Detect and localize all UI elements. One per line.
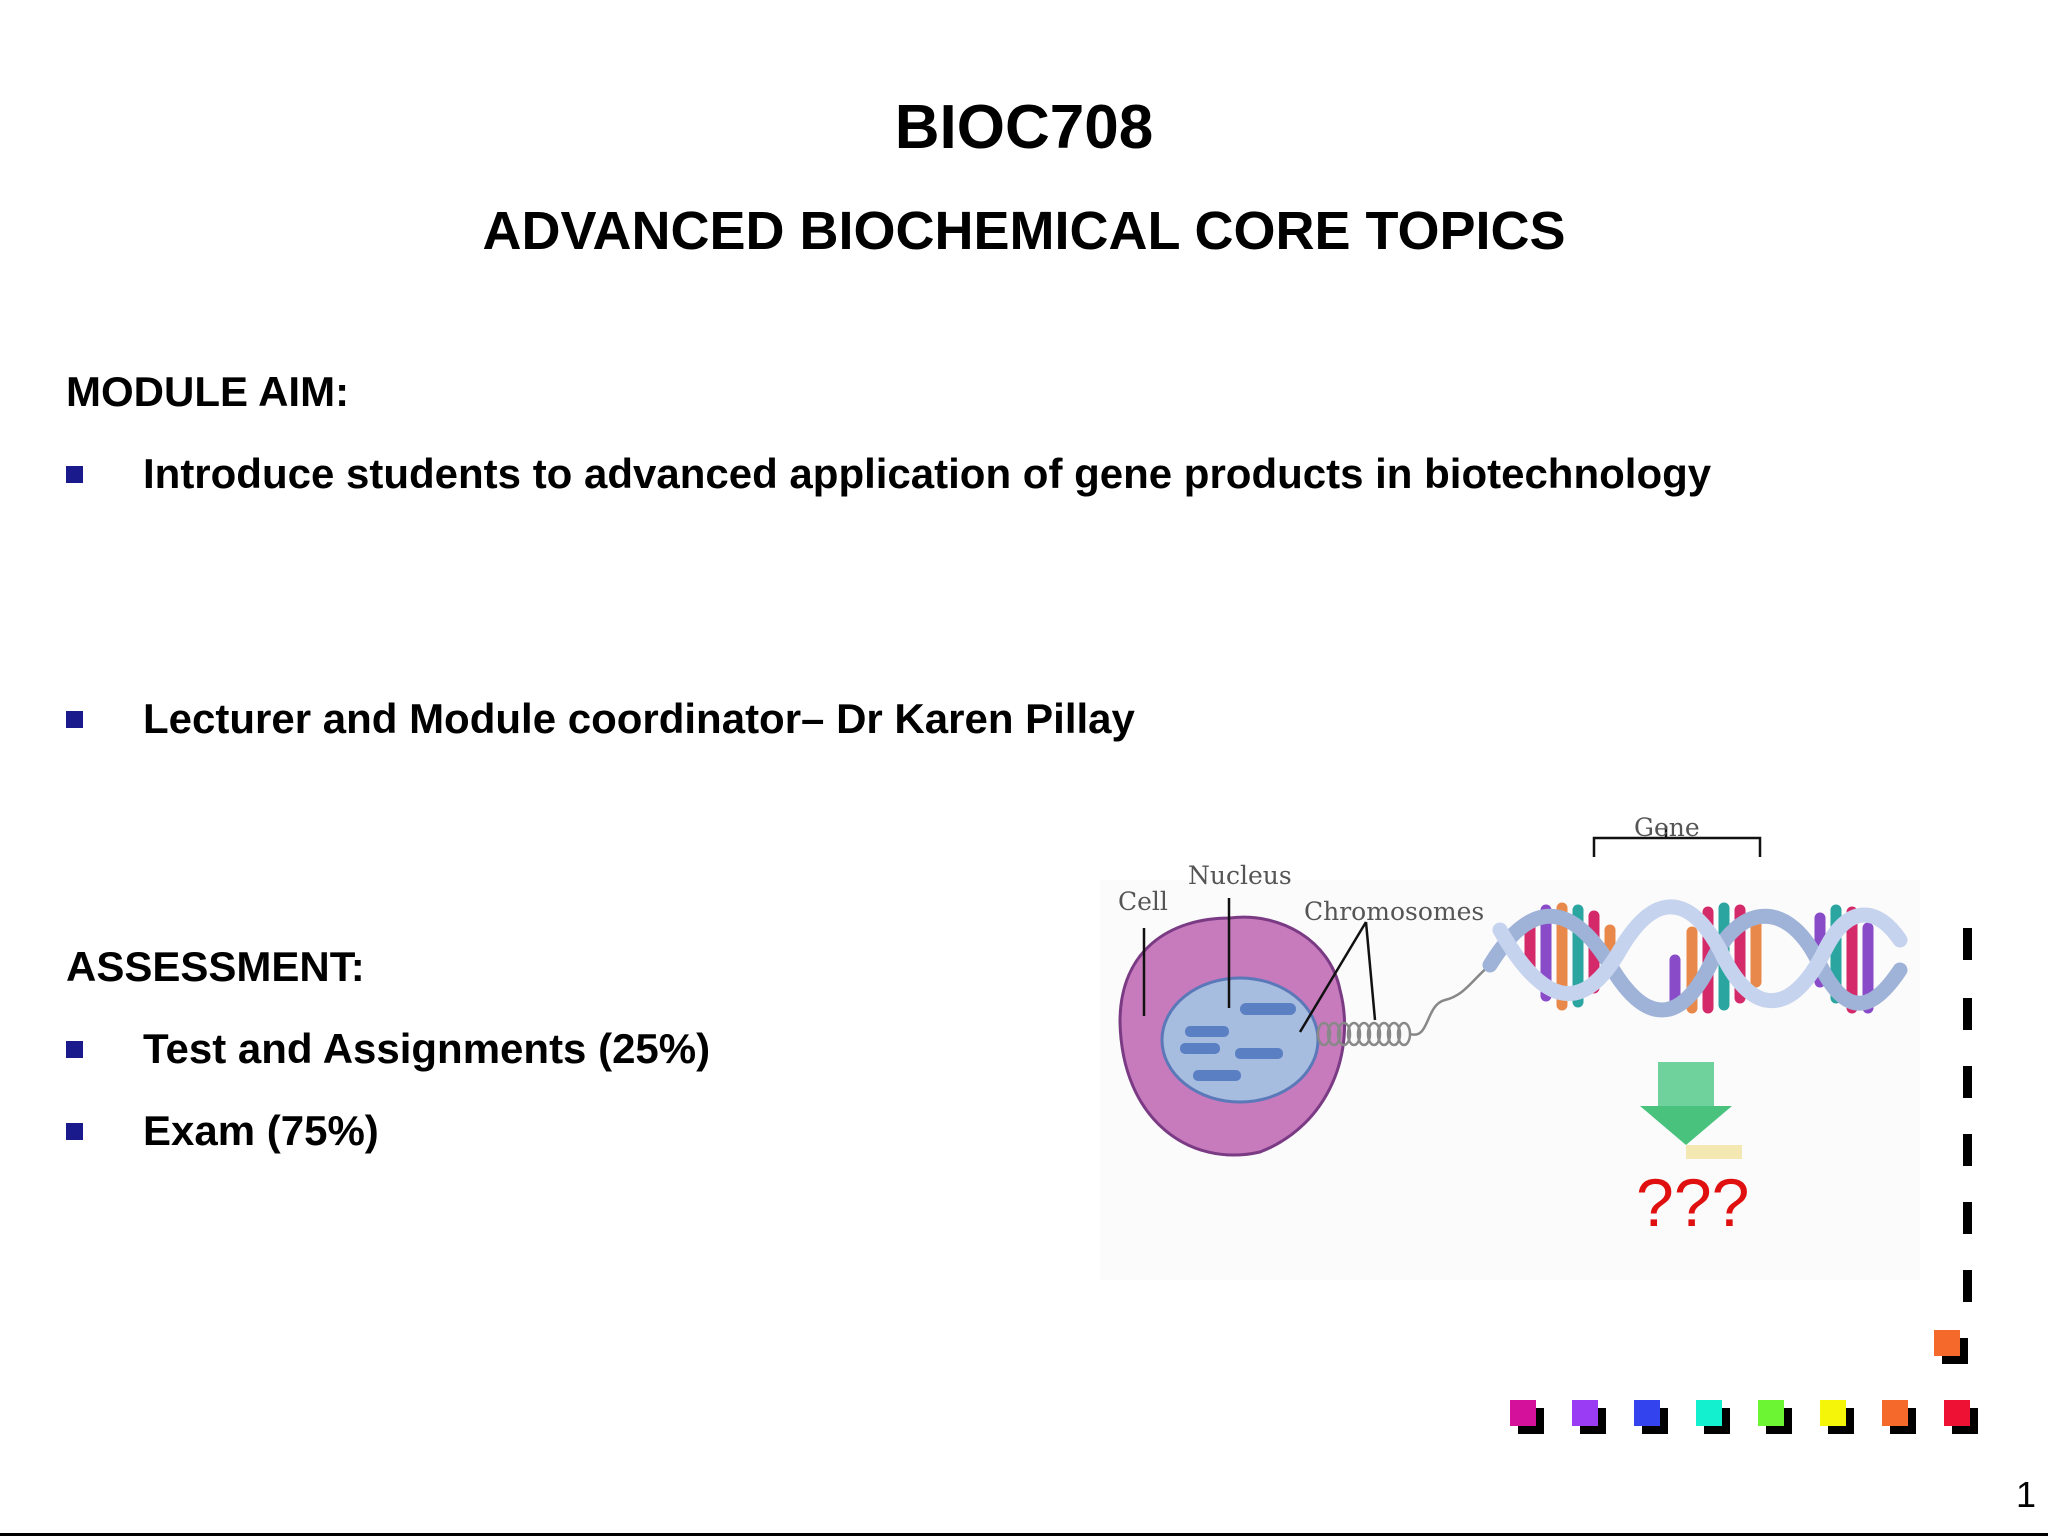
nucleus-shape [1160,976,1320,1104]
question-marks: ??? [1636,1165,1749,1241]
decor-square [1510,1400,1544,1434]
module-aim-heading: MODULE AIM: [66,368,350,415]
assessment-bullet-1: Test and Assignments (25%) [66,1025,710,1073]
decor-square [1882,1400,1916,1434]
decor-bar [1963,1066,1972,1098]
cell-gene-diagram: Cell Nucleus Chromosomes Gene [1100,813,1920,1280]
bullet-square-icon [66,710,83,728]
bullet-square-icon [66,1040,83,1058]
decor-square [1934,1330,1968,1364]
decor-square [1696,1400,1730,1434]
aim-bullet-text: Introduce students to advanced applicati… [143,450,1712,497]
label-chromosomes: Chromosomes [1304,897,1484,926]
assessment-bullet-text: Exam (75%) [143,1107,379,1154]
decor-bar [1963,928,1972,960]
slide-title: BIOC708 [894,93,1154,162]
decor-square [1572,1400,1606,1434]
bullet-square-icon [66,465,83,483]
decor-square [1944,1400,1978,1434]
decor-bar [1963,1270,1972,1302]
slide-subtitle: ADVANCED BIOCHEMICAL CORE TOPICS [482,201,1566,261]
decor-bar [1963,1134,1972,1166]
green-down-arrow-icon [1640,1062,1732,1145]
coiled-chromosome [1316,964,1491,1047]
decor-square [1820,1400,1854,1434]
label-cell: Cell [1118,887,1168,916]
lecturer-text: Lecturer and Module coordinator– Dr Kare… [143,695,1135,742]
assessment-bullet-2: Exam (75%) [66,1107,379,1155]
dna-helix [1482,899,1908,1018]
bullet-square-icon [66,1122,83,1140]
assessment-bullet-text: Test and Assignments (25%) [143,1025,711,1072]
label-leader-lines [1142,826,1762,1033]
aim-bullet-2: Lecturer and Module coordinator– Dr Kare… [66,695,1135,743]
page-number: 1 [2015,1474,2036,1515]
chromosome-pieces [1180,1003,1296,1081]
bottom-rule [0,1533,2048,1536]
decor-bar [1963,998,1972,1030]
decor-square [1634,1400,1668,1434]
aim-bullet-1: Introduce students to advanced applicati… [66,450,1711,498]
label-gene: Gene [1634,813,1700,842]
label-nucleus: Nucleus [1188,861,1292,890]
assessment-heading: ASSESSMENT: [66,943,365,990]
decor-bar [1963,1202,1972,1234]
gene-product-hint [1686,1145,1742,1159]
decor-square [1758,1400,1792,1434]
